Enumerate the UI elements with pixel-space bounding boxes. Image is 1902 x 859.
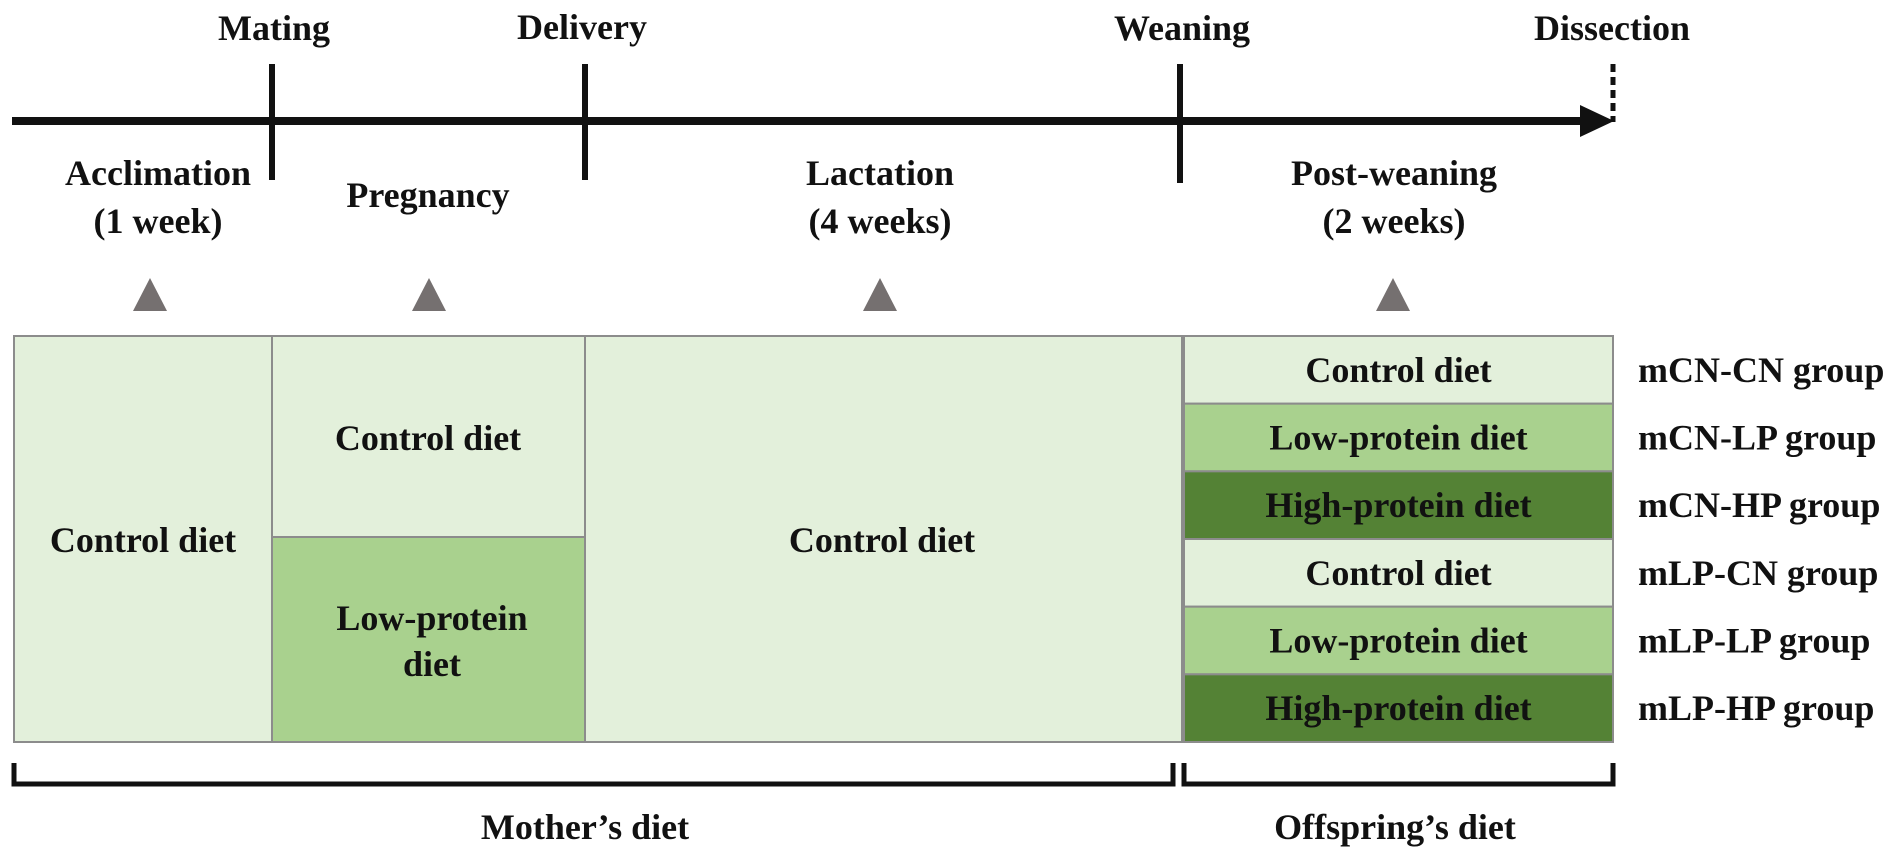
event-weaning: Weaning <box>1114 8 1250 48</box>
group-label: mLP-HP group <box>1638 688 1874 728</box>
event-dissection: Dissection <box>1534 8 1690 48</box>
offspring-diet-bracket-label: Offspring’s diet <box>1274 807 1516 847</box>
period-post-weaning: Post-weaning <box>1291 153 1497 193</box>
offspring-diet-label: High-protein diet <box>1265 485 1531 525</box>
mother-diet-bracket <box>11 763 1176 787</box>
acclimation-control-box <box>13 335 273 743</box>
offspring-diet-box <box>1183 402 1614 473</box>
post-weaning-marker-triangle <box>1376 278 1410 311</box>
period-post-weaning-duration: (2 weeks) <box>1323 201 1466 241</box>
offspring-diet-bracket <box>1181 763 1616 787</box>
offspring-diet-box <box>1183 470 1614 541</box>
offspring-diet-label: Control diet <box>1305 350 1491 390</box>
mother-diet-boxes <box>13 335 1183 743</box>
group-label: mLP-LP group <box>1638 621 1870 661</box>
acclimation-diet-label: Control diet <box>50 520 236 560</box>
mother-diet-bracket-label: Mother’s diet <box>481 807 689 847</box>
lactation-control-box <box>584 335 1183 743</box>
offspring-diet-box <box>1183 673 1614 743</box>
event-mating: Mating <box>218 8 330 48</box>
period-lactation-duration: (4 weeks) <box>809 201 952 241</box>
pregnancy-low-protein-label-line2: diet <box>403 644 461 684</box>
offspring-diet-label: Control diet <box>1305 553 1491 593</box>
offspring-diet-label: High-protein diet <box>1265 688 1531 728</box>
group-label: mCN-CN group <box>1638 350 1884 390</box>
pregnancy-control-label: Control diet <box>335 418 521 458</box>
pregnancy-marker-triangle <box>412 278 446 311</box>
offspring-diet-label: Low-protein diet <box>1269 621 1527 661</box>
group-label: mCN-HP group <box>1638 485 1880 525</box>
pregnancy-low-protein-label-line1: Low-protein <box>336 598 527 638</box>
timeline <box>12 64 1616 183</box>
event-delivery: Delivery <box>517 7 647 47</box>
period-lactation: Lactation <box>806 153 954 193</box>
timeline-arrowhead <box>1580 105 1614 137</box>
group-label: mCN-LP group <box>1638 418 1876 458</box>
period-acclimation-duration: (1 week) <box>94 201 223 241</box>
offspring-diet-box <box>1183 335 1614 405</box>
group-label: mLP-CN group <box>1638 553 1878 593</box>
period-pregnancy: Pregnancy <box>346 175 509 215</box>
lactation-marker-triangle <box>863 278 897 311</box>
pregnancy-low-protein-box <box>271 536 586 743</box>
offspring-diet-label: Low-protein diet <box>1269 418 1527 458</box>
offspring-diet-box <box>1183 605 1614 676</box>
period-acclimation: Acclimation <box>65 153 251 193</box>
lactation-diet-label: Control diet <box>789 520 975 560</box>
offspring-diet-box <box>1183 538 1614 608</box>
acclimation-marker-triangle <box>133 278 167 311</box>
